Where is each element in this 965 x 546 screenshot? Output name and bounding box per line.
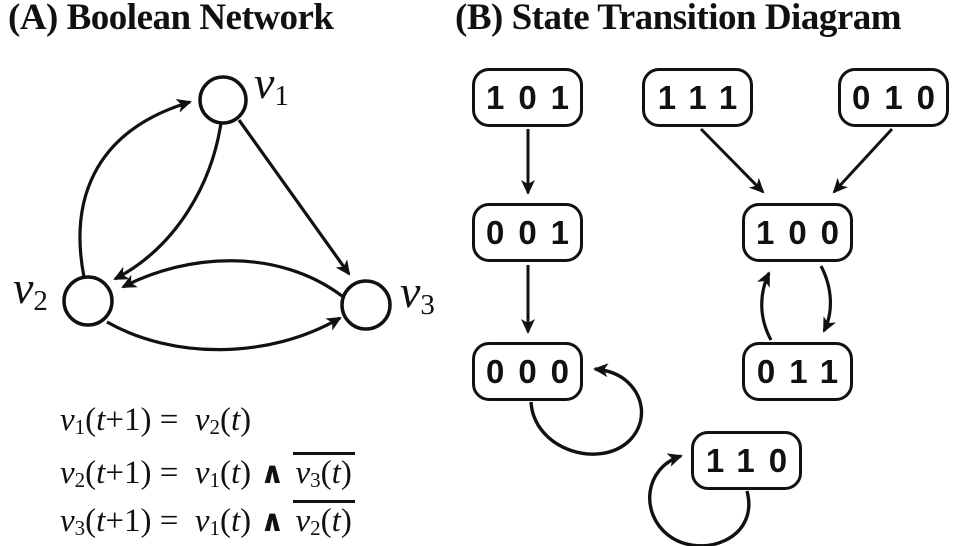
equation-token: ) — [340, 455, 352, 491]
state-label-110: 110 — [705, 442, 802, 479]
arrow-011-to-100 — [757, 271, 773, 341]
node-label-v1: v1 — [254, 60, 289, 111]
state-box-110: 110 — [691, 431, 802, 490]
equation-token: 2 — [74, 468, 86, 492]
edge-v1-to-v3 — [237, 119, 351, 276]
equation-token: v — [60, 455, 75, 491]
equation-token: 3 — [310, 468, 321, 492]
equation-v3-update: v3(t+1) = v1(t)∧v2(t) — [60, 500, 355, 539]
edge-v3-to-v2 — [121, 259, 343, 298]
node-v1-subscript: 1 — [274, 80, 289, 112]
state-box-101: 101 — [472, 68, 583, 127]
state-label-100: 100 — [755, 214, 854, 251]
equation-token: ) — [240, 455, 252, 491]
edge-v1-to-v2 — [113, 122, 223, 281]
negation-overline: v2(t) — [292, 500, 355, 540]
equation-token: t — [96, 503, 106, 539]
equation-token: ( — [85, 455, 97, 491]
node-v2-subscript: 2 — [33, 285, 48, 317]
arrow-010-to-100 — [832, 127, 894, 194]
equation-token: 3 — [74, 516, 86, 540]
state-label-111: 111 — [657, 79, 752, 116]
equation-token: ( — [219, 455, 231, 491]
node-v2-symbol: v — [13, 262, 34, 313]
equation-token: t — [96, 402, 106, 438]
node-v3-symbol: v — [400, 266, 421, 317]
equation-token: ) — [240, 503, 252, 539]
equation-token: +1) — [105, 503, 152, 539]
node-label-v2: v2 — [13, 265, 48, 316]
equation-token: ( — [320, 503, 332, 539]
equation-token: ∧ — [260, 504, 285, 539]
equation-token: 1 — [209, 468, 220, 492]
state-label-010: 010 — [851, 79, 950, 116]
equation-token: 2 — [310, 516, 321, 540]
equation-token: v — [60, 503, 75, 539]
equation-v1-update: v1(t+1) = v2(t) — [60, 404, 251, 438]
equation-token: ∧ — [260, 456, 285, 491]
equation-token: t — [96, 455, 106, 491]
equation-token: 1 — [74, 415, 86, 439]
equation-token: ( — [320, 455, 332, 491]
panel-a-title: (A) Boolean Network — [8, 0, 334, 38]
equation-token: +1) — [105, 455, 152, 491]
equation-token: 2 — [209, 415, 220, 439]
equation-token: v — [194, 503, 210, 539]
edge-v2-to-v1 — [78, 99, 192, 278]
state-box-111: 111 — [642, 68, 753, 127]
state-label-011: 011 — [756, 353, 853, 390]
equation-token: 1 — [209, 516, 220, 540]
arrow-111-to-100 — [699, 127, 765, 194]
equation-token: v — [295, 455, 311, 491]
equation-token: ( — [85, 503, 97, 539]
state-label-001: 001 — [485, 214, 584, 251]
equation-token: = — [151, 402, 195, 438]
node-circle-v3 — [340, 279, 392, 331]
equation-token: v — [295, 503, 311, 539]
node-circle-v2 — [62, 275, 114, 327]
state-box-100: 100 — [742, 203, 853, 262]
node-circle-v1 — [198, 75, 248, 125]
equation-v2-update: v2(t+1) = v1(t)∧v3(t) — [60, 452, 355, 491]
state-label-101: 101 — [485, 79, 584, 116]
equation-token: t — [230, 455, 241, 491]
state-label-000: 000 — [485, 353, 584, 390]
equation-token: t — [230, 503, 241, 539]
equation-token: = — [151, 503, 195, 539]
equation-token: ) — [340, 503, 352, 539]
edge-v2-to-v3 — [106, 316, 342, 352]
node-v3-subscript: 3 — [420, 289, 435, 321]
equation-token: v — [194, 455, 210, 491]
equation-token: v — [60, 402, 75, 438]
arrow-100-to-011 — [819, 265, 837, 333]
panel-b-title: (B) State Transition Diagram — [455, 0, 902, 38]
equation-token: ( — [85, 402, 97, 438]
state-box-010: 010 — [838, 68, 949, 127]
equation-token: t — [331, 455, 341, 491]
equation-token: t — [331, 503, 341, 539]
equation-token: ( — [219, 503, 231, 539]
state-box-001: 001 — [472, 203, 583, 262]
state-box-000: 000 — [472, 342, 583, 401]
equation-token: ) — [240, 402, 252, 438]
node-v1-symbol: v — [254, 57, 275, 108]
negation-overline: v3(t) — [292, 452, 355, 492]
equation-token: +1) — [105, 402, 152, 438]
equation-token: t — [230, 402, 241, 438]
equation-token: v — [194, 402, 210, 438]
node-label-v3: v3 — [400, 269, 435, 320]
state-box-011: 011 — [742, 342, 853, 401]
equation-token: ( — [219, 402, 231, 438]
equation-token: = — [151, 455, 195, 491]
